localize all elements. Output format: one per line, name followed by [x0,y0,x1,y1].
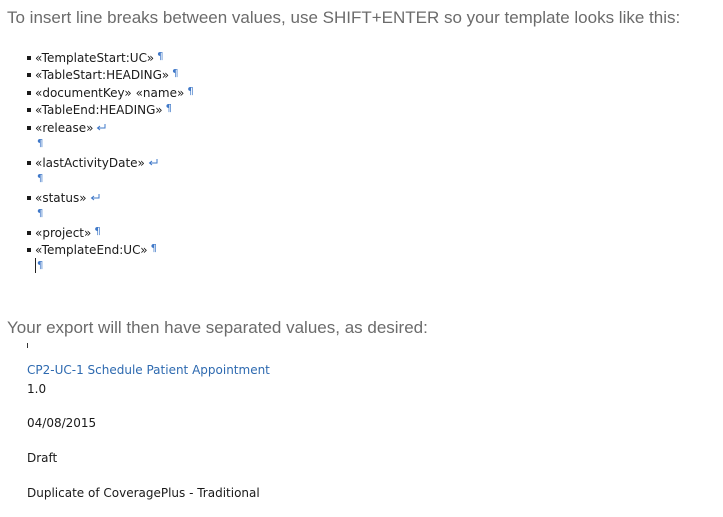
pilcrow-icon: ¶ [172,68,179,79]
pilcrow-icon: ¶ [150,243,157,254]
template-line-project: «project»¶ [27,225,101,242]
template-line-last-activity-date: «lastActivityDate» [27,155,158,172]
pilcrow-icon: ¶ [94,226,101,237]
line-break-arrow-icon [97,124,106,131]
bullet-icon [27,230,31,235]
export-status: Draft [27,451,58,465]
bullet-icon [27,125,31,130]
bullet-icon [27,195,31,200]
bullet-icon [27,107,31,112]
bullet-icon [27,55,31,60]
template-line-document-key-name: «documentKey» «name»¶ [27,85,194,102]
export-date: 04/08/2015 [27,416,97,430]
cursor-mark [27,343,28,348]
export-release: 1.0 [27,382,47,396]
template-line-table-start: «TableStart:HEADING»¶ [27,67,178,84]
text-cursor [35,258,36,273]
template-line-template-end: «TemplateEnd:UC»¶ [27,242,157,259]
bullet-icon [27,90,31,95]
pilcrow-icon: ¶ [37,208,44,219]
pilcrow-icon: ¶ [37,260,44,271]
pilcrow-icon: ¶ [157,51,164,62]
bullet-icon [27,72,31,77]
export-project: Duplicate of CoveragePlus - Traditional [27,486,260,500]
template-line-status: «status» [27,190,100,207]
pilcrow-icon: ¶ [187,86,194,97]
pilcrow-icon: ¶ [165,103,172,114]
template-line-table-end: «TableEnd:HEADING»¶ [27,102,172,119]
bullet-icon [27,160,31,165]
line-break-arrow-icon [148,159,158,166]
pilcrow-icon: ¶ [37,138,44,149]
line-break-arrow-icon [90,194,100,201]
export-title: CP2-UC-1 Schedule Patient Appointment [27,363,270,377]
intro-instruction: To insert line breaks between values, us… [7,8,681,27]
pilcrow-icon: ¶ [37,173,44,184]
outro-instruction: Your export will then have separated val… [7,318,428,337]
template-line-template-start: «TemplateStart:UC»¶ [27,50,163,67]
template-line-release: «release» [27,120,106,137]
bullet-icon [27,247,31,252]
